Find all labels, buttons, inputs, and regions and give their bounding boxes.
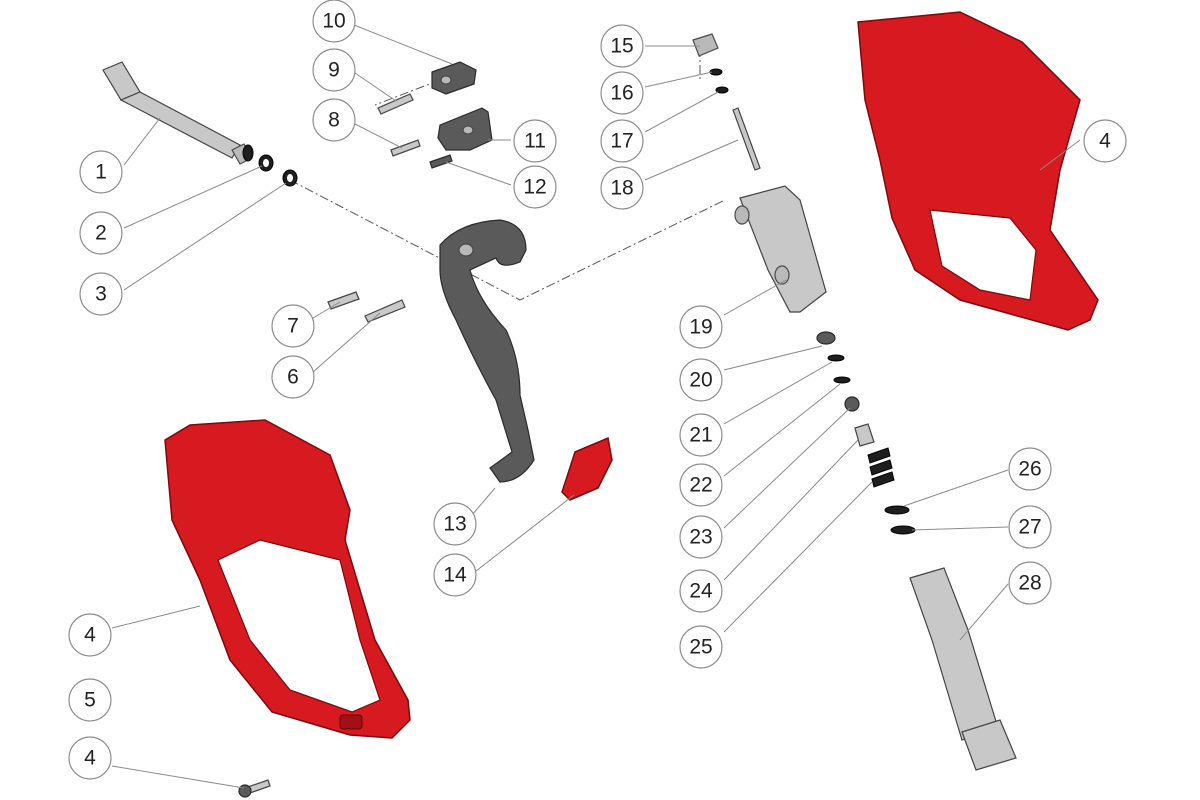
callout-11: 11	[513, 119, 557, 163]
callout-5: 5	[68, 678, 112, 722]
callout-18: 18	[600, 166, 644, 210]
part-o-ring-17	[715, 86, 729, 94]
callout-21: 21	[679, 413, 723, 457]
callout-4-label: 4	[1099, 130, 1111, 153]
part-o-ring-21	[827, 354, 845, 362]
callout-19-label: 19	[689, 316, 712, 339]
callout-20: 20	[679, 358, 723, 402]
part-o-ring-2	[258, 154, 274, 172]
callout-10: 10	[312, 0, 356, 43]
callout-4-screw: 4	[68, 736, 112, 780]
callout-22-label: 22	[689, 474, 712, 497]
callout-25-label: 25	[689, 636, 712, 659]
callout-3: 3	[79, 272, 123, 316]
callout-12: 12	[513, 165, 557, 209]
callout-17: 17	[600, 119, 644, 163]
callout-19: 19	[679, 305, 723, 349]
callout-9-label: 9	[328, 59, 340, 82]
callout-12-label: 12	[523, 176, 546, 199]
callout-18-label: 18	[610, 177, 633, 200]
part-pin-8	[390, 139, 421, 157]
callout-9: 9	[312, 48, 356, 92]
callout-21-label: 21	[689, 424, 712, 447]
part-red-latch	[561, 436, 613, 501]
callout-8-label: 8	[328, 109, 340, 132]
callout-13-label: 13	[443, 513, 466, 536]
callout-28-label: 28	[1018, 572, 1041, 595]
callout-4-label: 4	[84, 624, 96, 647]
part-insert-24	[854, 423, 875, 447]
callout-5-label: 5	[84, 689, 96, 712]
part-screw	[238, 779, 271, 798]
part-trigger-lever	[439, 219, 535, 483]
callout-6: 6	[271, 355, 315, 399]
part-o-ring-26	[884, 505, 910, 515]
part-outlet-tube	[909, 567, 1017, 771]
callouts: 1 2 3 4 4 4 5 6 7 8 9 10 11 12 13 14 15 …	[68, 0, 1127, 780]
part-seat-20	[816, 331, 836, 345]
part-inlet-tube	[102, 61, 254, 165]
callout-6-label: 6	[287, 366, 299, 389]
callout-16-label: 16	[610, 82, 633, 105]
callout-1-label: 1	[95, 161, 107, 184]
callout-14: 14	[433, 553, 477, 597]
callout-3-label: 3	[95, 283, 107, 306]
callout-2-label: 2	[95, 222, 107, 245]
callout-25: 25	[679, 625, 723, 669]
callout-11-label: 11	[524, 130, 546, 153]
part-stem-18	[732, 107, 761, 171]
callout-1: 1	[79, 150, 123, 194]
callout-13: 13	[433, 502, 477, 546]
callout-16: 16	[600, 71, 644, 115]
part-valve-body	[734, 185, 827, 313]
callout-2: 2	[79, 211, 123, 255]
callout-27: 27	[1008, 505, 1052, 549]
part-bracket-11	[437, 107, 493, 151]
callout-4-label: 4	[84, 747, 96, 770]
part-bracket-10	[431, 61, 477, 95]
callout-17-label: 17	[610, 130, 633, 153]
part-pin-9	[377, 93, 414, 115]
part-o-ring-22	[833, 376, 851, 384]
part-plug-15	[692, 33, 719, 57]
callout-26-label: 26	[1018, 458, 1041, 481]
callout-22: 22	[679, 463, 723, 507]
callout-4-left-housing: 4	[68, 613, 112, 657]
callout-7-label: 7	[287, 315, 299, 338]
callout-28: 28	[1008, 561, 1052, 605]
callout-7: 7	[271, 304, 315, 348]
part-pin-6	[364, 299, 406, 323]
callout-27-label: 27	[1018, 516, 1041, 539]
part-spring-25	[867, 447, 895, 488]
callout-8: 8	[312, 98, 356, 142]
callout-20-label: 20	[689, 369, 712, 392]
callout-15-label: 15	[610, 35, 633, 58]
part-ball-23	[844, 396, 860, 412]
callout-24-label: 24	[689, 580, 713, 603]
callout-23: 23	[679, 515, 723, 559]
part-o-ring-3	[282, 169, 298, 187]
callout-26: 26	[1008, 447, 1052, 491]
callout-23-label: 23	[689, 526, 712, 549]
callout-24: 24	[679, 569, 723, 613]
callout-14-label: 14	[443, 564, 467, 587]
callout-4-right-housing: 4	[1083, 119, 1127, 163]
part-housing-right	[857, 11, 1099, 331]
part-pin-12	[429, 154, 453, 169]
part-o-ring-27	[890, 525, 916, 535]
part-housing-left	[164, 419, 411, 739]
callout-15: 15	[600, 24, 644, 68]
callout-10-label: 10	[322, 10, 345, 33]
leader-lines	[111, 24, 1081, 789]
